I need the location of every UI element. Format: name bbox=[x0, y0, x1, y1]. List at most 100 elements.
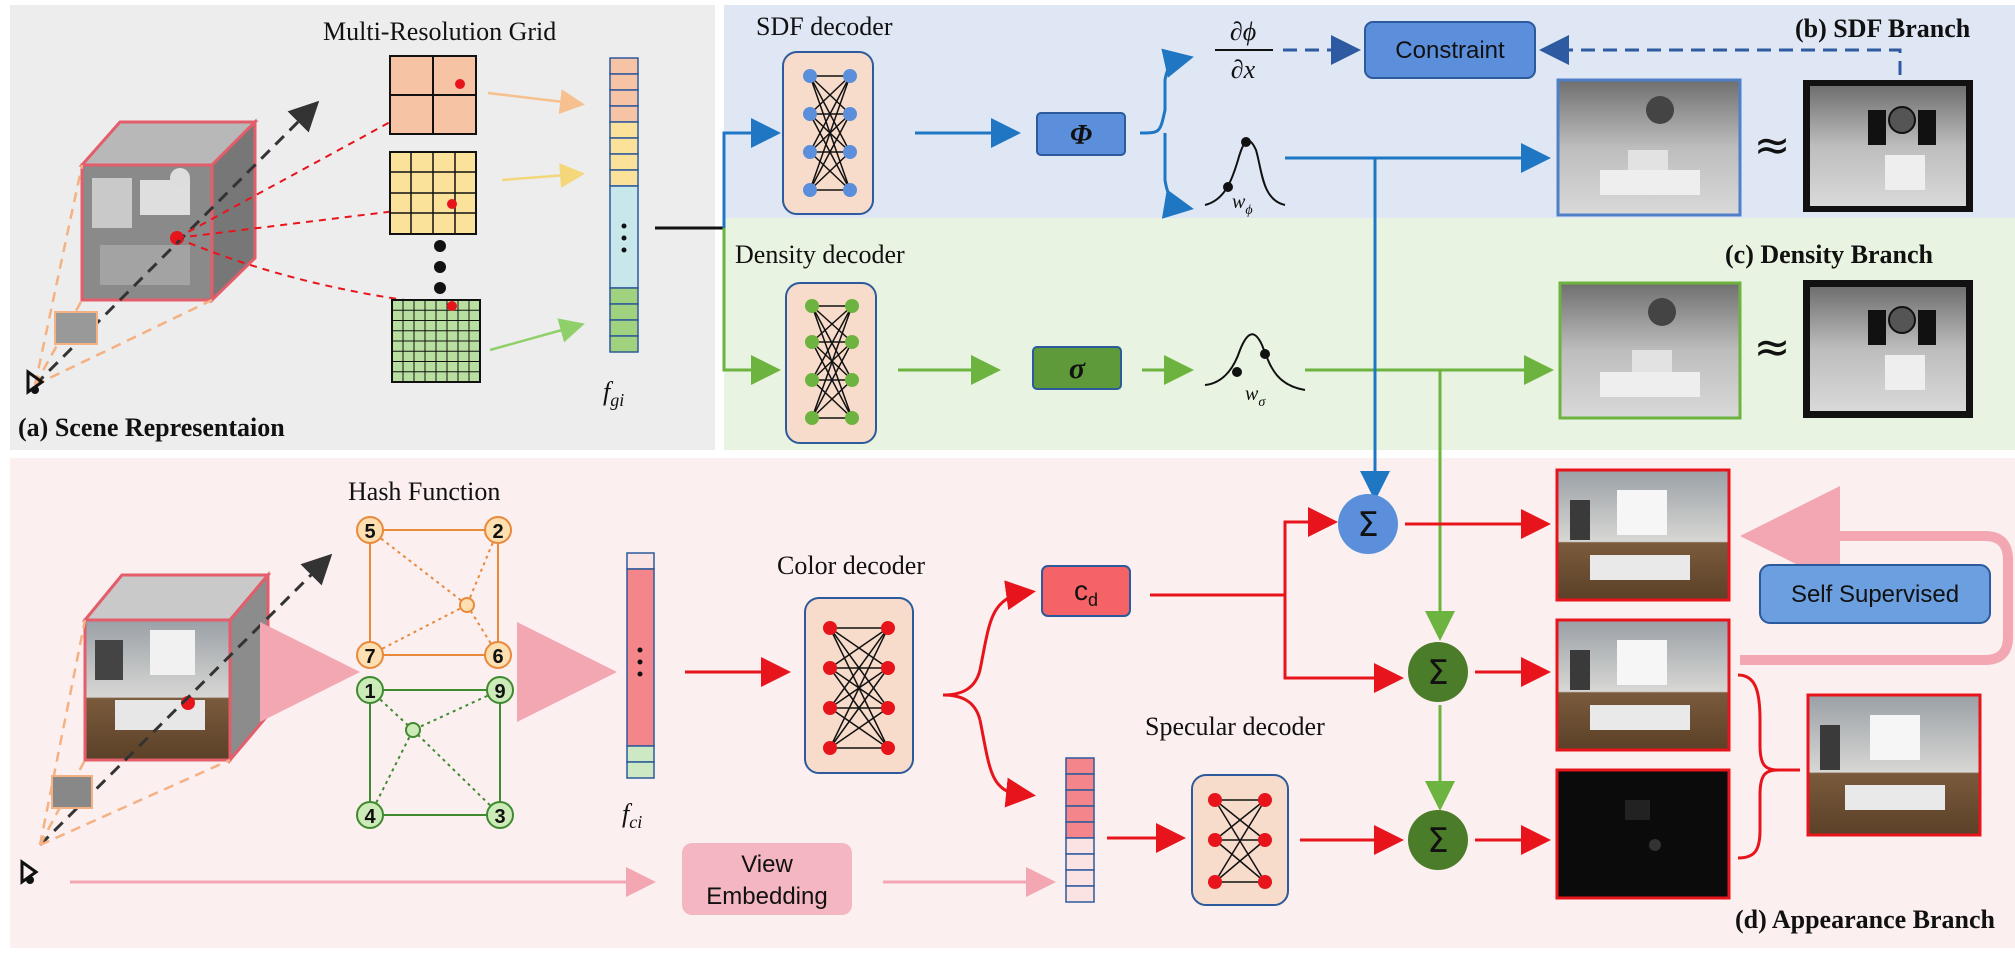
density-gt-depth bbox=[1803, 280, 1973, 418]
svg-text:wσ: wσ bbox=[1245, 383, 1266, 410]
cd-label: cd bbox=[1074, 575, 1098, 610]
neuron bbox=[843, 107, 857, 121]
grid1-arrow bbox=[487, 89, 585, 115]
sum-green-2: Σ bbox=[1408, 810, 1468, 870]
grid2-arrow bbox=[501, 163, 585, 188]
scene-caption: (a) Scene Representaion bbox=[18, 413, 285, 442]
render-diffuse bbox=[1555, 468, 1731, 602]
grid-lookup-rays bbox=[176, 83, 461, 307]
neuron bbox=[1258, 833, 1272, 847]
hash-node: 1 bbox=[356, 676, 384, 704]
hash-top-query bbox=[459, 597, 475, 613]
neuron bbox=[1208, 875, 1222, 889]
hash-node: 5 bbox=[356, 516, 384, 544]
feature-vector-ci bbox=[626, 552, 655, 779]
neuron bbox=[845, 299, 859, 313]
neuron bbox=[823, 621, 837, 635]
constraint-box[interactable] bbox=[1364, 21, 1536, 79]
specular-decoder-label: Specular decoder bbox=[1145, 712, 1325, 741]
scene-cube bbox=[78, 118, 259, 304]
sdf-gt-depth bbox=[1803, 80, 1973, 212]
appearance-frustum bbox=[38, 619, 231, 847]
svg-text:6: 6 bbox=[492, 646, 503, 668]
neuron bbox=[803, 145, 817, 159]
self-supervised-box[interactable] bbox=[1759, 564, 1991, 624]
neuron bbox=[803, 69, 817, 83]
spec-feature-vector bbox=[1065, 757, 1095, 903]
hash-node: 6 bbox=[484, 641, 512, 669]
grid-coarse bbox=[389, 55, 477, 135]
density-branch-arrow bbox=[722, 228, 781, 385]
sdf-caption: (b) SDF Branch bbox=[1795, 14, 1971, 43]
brace-arrow-bottom bbox=[1161, 189, 1194, 219]
render-ground-truth bbox=[1806, 693, 1982, 837]
sdf-decoder-network bbox=[782, 51, 874, 215]
grid-fine bbox=[391, 299, 481, 383]
sum-green-1: Σ bbox=[1408, 642, 1468, 702]
hash-node: 3 bbox=[486, 801, 514, 829]
view-embedding-line2: Embedding bbox=[706, 883, 827, 910]
neuron bbox=[803, 183, 817, 197]
specular-decoder-network bbox=[1191, 774, 1289, 906]
neuron bbox=[1208, 833, 1222, 847]
brace-to-spec-arrow bbox=[1004, 777, 1036, 808]
svg-text:5: 5 bbox=[364, 521, 375, 543]
neuron bbox=[881, 661, 895, 675]
density-decoder-network bbox=[785, 282, 877, 444]
render-full bbox=[1555, 618, 1731, 752]
density-panel bbox=[724, 218, 2015, 450]
neuron bbox=[1258, 793, 1272, 807]
appearance-caption: (d) Appearance Branch bbox=[1735, 905, 1996, 934]
camera-frustum bbox=[33, 164, 213, 387]
neuron bbox=[805, 373, 819, 387]
render-specular bbox=[1555, 768, 1731, 900]
neuron bbox=[1258, 875, 1272, 889]
neuron bbox=[1208, 793, 1222, 807]
neuron bbox=[805, 411, 819, 425]
grid-medium bbox=[389, 151, 477, 235]
neuron bbox=[845, 335, 859, 349]
hash-node: 4 bbox=[356, 801, 384, 829]
neuron bbox=[805, 335, 819, 349]
hash-node: 2 bbox=[484, 516, 512, 544]
hash-title: Hash Function bbox=[348, 477, 500, 506]
sdf-gradient-fraction: ∂ϕ ∂x bbox=[1215, 17, 1273, 84]
grid-ellipsis bbox=[434, 240, 446, 294]
sigma-label: σ bbox=[1069, 352, 1086, 385]
svg-text:Σ: Σ bbox=[1427, 821, 1448, 861]
sum-blue: Σ bbox=[1338, 494, 1398, 554]
camera-image-thumb bbox=[54, 311, 98, 345]
phi-label: Φ bbox=[1070, 120, 1092, 151]
color-decoder-network bbox=[804, 597, 914, 774]
neuron bbox=[843, 145, 857, 159]
neuron bbox=[803, 107, 817, 121]
feature-vector-gi bbox=[609, 57, 639, 353]
svg-text:2: 2 bbox=[492, 521, 503, 543]
neuron bbox=[845, 411, 859, 425]
svg-text:1: 1 bbox=[364, 681, 375, 703]
svg-text:9: 9 bbox=[494, 681, 505, 703]
sdf-weight-curve: wϕ bbox=[1204, 137, 1286, 218]
sigma-box bbox=[1032, 346, 1122, 390]
sdf-approx: ≈ bbox=[1754, 120, 1791, 171]
svg-text:3: 3 bbox=[494, 806, 505, 828]
svg-text:wϕ: wϕ bbox=[1232, 191, 1253, 218]
hash-bottom-query bbox=[405, 722, 421, 738]
constraint-label: Constraint bbox=[1395, 37, 1505, 64]
neuron bbox=[881, 701, 895, 715]
neuron bbox=[823, 741, 837, 755]
density-decoder-label: Density decoder bbox=[735, 240, 905, 269]
feature-ci-label: fci bbox=[622, 799, 642, 832]
brace-to-cd-arrow bbox=[1004, 580, 1036, 611]
svg-text:4: 4 bbox=[364, 806, 376, 828]
appearance-cube bbox=[81, 570, 272, 765]
appearance-camera-thumb bbox=[51, 775, 93, 809]
color-decoder-label: Color decoder bbox=[777, 551, 925, 580]
svg-text:Σ: Σ bbox=[1427, 653, 1448, 693]
self-supervised-label: Self Supervised bbox=[1791, 581, 1959, 608]
svg-text:Σ: Σ bbox=[1357, 505, 1378, 545]
hash-node: 7 bbox=[356, 641, 384, 669]
neuron bbox=[845, 373, 859, 387]
sdf-branch-arrow bbox=[722, 118, 781, 228]
neuron bbox=[881, 741, 895, 755]
